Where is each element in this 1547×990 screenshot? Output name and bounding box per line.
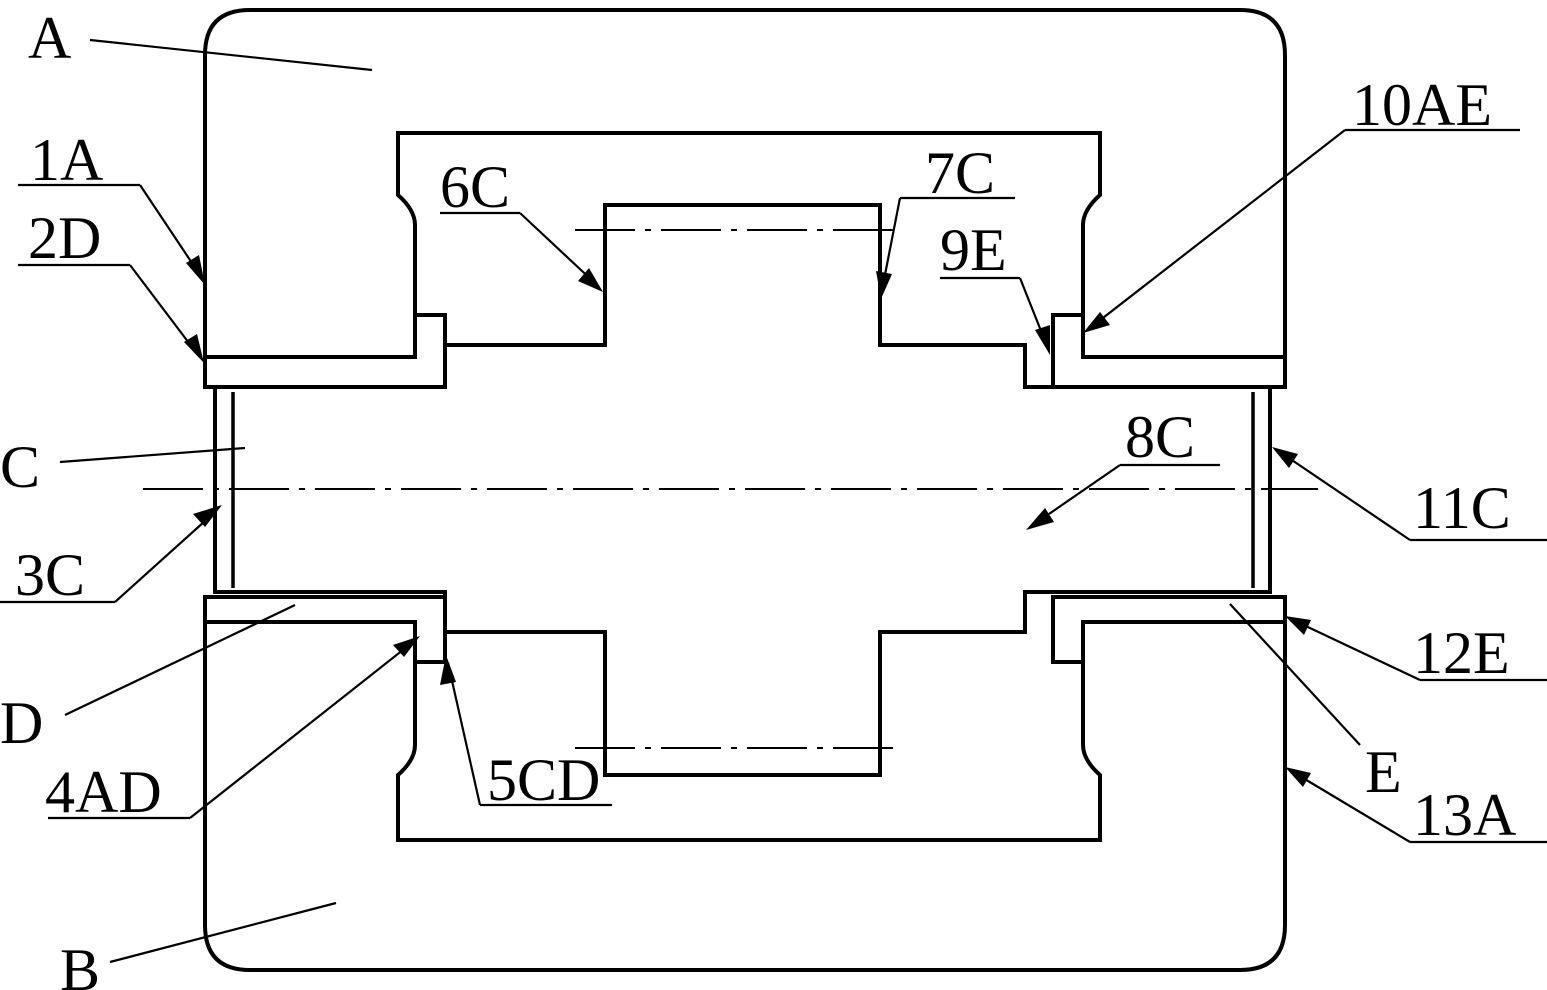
label-b: B [60, 937, 100, 990]
label-11c: 11C [1413, 475, 1511, 541]
label-7c: 7C [925, 140, 995, 206]
label-10ae: 10AE [1352, 72, 1492, 138]
label-e: E [1365, 739, 1402, 805]
label-5cd: 5CD [487, 747, 600, 813]
label-2d: 2D [28, 205, 101, 271]
right-sleeve-e-lower [1051, 595, 1287, 664]
upper-housing-a [203, 8, 1287, 359]
label-d: D [0, 690, 43, 756]
left-sleeve-d-lower [203, 595, 447, 664]
label-3c: 3C [15, 542, 85, 608]
label-4ad: 4AD [45, 759, 162, 825]
label-13a: 13A [1413, 782, 1516, 848]
label-6c: 6C [440, 154, 510, 220]
label-a: A [28, 5, 71, 71]
label-9e: 9E [940, 217, 1007, 283]
label-c: C [0, 434, 40, 500]
lower-housing-b [203, 620, 1287, 972]
label-12e: 12E [1413, 620, 1510, 686]
right-sleeve-e-upper [1051, 313, 1287, 389]
label-1a: 1A [30, 127, 103, 193]
label-8c: 8C [1125, 404, 1195, 470]
shaft-c [213, 203, 1272, 777]
leader-lines [0, 38, 1547, 964]
left-sleeve-d-upper [203, 313, 447, 389]
